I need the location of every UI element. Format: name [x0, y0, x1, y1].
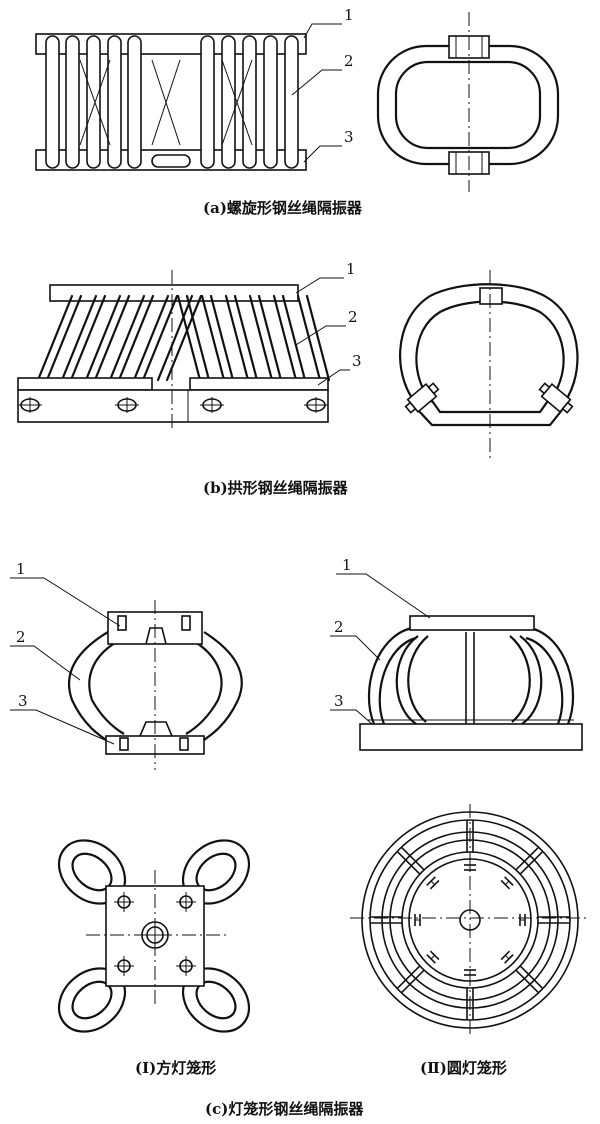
mounting-hole [18, 397, 42, 413]
rope-strand [36, 294, 74, 382]
coil-loop [107, 35, 122, 169]
caption-b: (b)拱形钢丝绳隔振器 [203, 479, 349, 497]
rope-strand [296, 294, 322, 382]
rope-end-slot [151, 154, 191, 168]
callout-2: 2 [334, 618, 344, 636]
left-clamp [404, 382, 440, 414]
square-lantern-side-view: 1 2 3 [10, 560, 243, 770]
callout-3: 3 [344, 128, 354, 146]
caption-a: (a)螺旋形钢丝绳隔振器 [203, 199, 363, 217]
coil-loop [263, 35, 278, 169]
caption-c: (c)灯笼形钢丝绳隔振器 [205, 1100, 364, 1118]
coil-loop [65, 35, 80, 169]
callout-2: 2 [348, 308, 358, 326]
helical-isolator-end-view [376, 12, 560, 192]
sub-caption-1: (Ⅰ)方灯笼形 [135, 1059, 216, 1077]
rope-strand [272, 294, 298, 382]
coil-loop [86, 35, 101, 169]
coil-loop [284, 35, 299, 169]
radial-spokes [370, 820, 570, 1020]
spoke [400, 846, 425, 871]
coil-loop [242, 35, 257, 169]
rope-strand [176, 294, 202, 382]
spoke [519, 965, 544, 990]
helical-isolator-side-view: 1 2 3 [35, 6, 354, 171]
callout-3: 3 [352, 352, 362, 370]
rope-strand [84, 294, 122, 382]
spoke [396, 965, 421, 990]
callout-3: 3 [18, 692, 28, 710]
clamp-marks [414, 864, 526, 976]
mounting-hole [115, 397, 139, 413]
bolt-hole [114, 956, 134, 976]
coil-loop [200, 35, 215, 169]
round-lantern-top-view [350, 804, 590, 1036]
mounting-hole [304, 397, 328, 413]
spoke [519, 850, 544, 875]
sub-caption-2: (Ⅱ)圆灯笼形 [420, 1059, 507, 1077]
spoke [396, 850, 421, 875]
rope-strand [60, 294, 98, 382]
rope-strand [156, 294, 194, 382]
callout-1: 1 [344, 6, 354, 24]
rope-strand [200, 294, 226, 382]
callout-1: 1 [346, 260, 356, 278]
callout-1: 1 [16, 560, 26, 578]
arch-isolator-side-view: 1 2 3 [17, 260, 362, 430]
right-clamp [538, 382, 574, 414]
wire-rope-coils [45, 35, 299, 169]
base-plate [17, 389, 329, 423]
coil-loop [127, 35, 142, 169]
callout-3: 3 [334, 692, 344, 710]
rope-strand [108, 294, 146, 382]
coil-loop [221, 35, 236, 169]
top-clamp [479, 287, 503, 305]
spoke [400, 969, 425, 994]
rope-strand [224, 294, 250, 382]
bolt-hole [176, 956, 196, 976]
coil-loop [45, 35, 60, 169]
left-clamp [17, 377, 153, 391]
spoke [515, 846, 540, 871]
mounting-hole [200, 397, 224, 413]
top-plate [409, 615, 535, 631]
base-plate [359, 723, 583, 751]
square-lantern-top-view [57, 839, 251, 1033]
top-clamp-plate [35, 33, 307, 55]
callout-2: 2 [344, 52, 354, 70]
arch-isolator-end-view [399, 270, 579, 460]
bolt-hole [114, 892, 134, 912]
right-clamp [189, 377, 329, 391]
callout-2: 2 [16, 628, 26, 646]
round-lantern-side-view: 1 2 3 [330, 556, 583, 751]
callout-1: 1 [342, 556, 352, 574]
bolt-hole [176, 892, 196, 912]
rope-strand [132, 294, 170, 382]
arch-wire-ropes [36, 294, 331, 382]
spoke [515, 969, 540, 994]
rope-strand [248, 294, 274, 382]
